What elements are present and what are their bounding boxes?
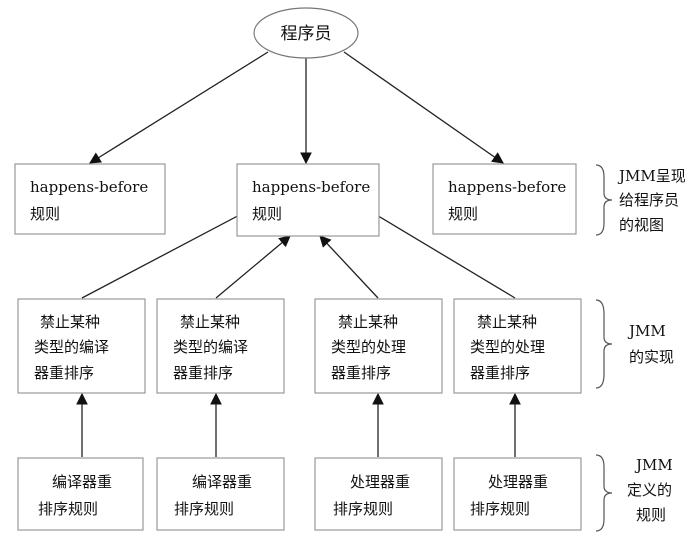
- def-box-4-line2: 排序规则: [470, 500, 530, 518]
- impl-box-2-line2: 类型的编译: [173, 338, 248, 356]
- def-box-2: 编译器重 排序规则: [156, 457, 285, 531]
- rule-box-3-line2: 规则: [448, 205, 478, 223]
- impl-box-2-line1: 禁止某种: [180, 313, 240, 331]
- impl-box-3-line3: 器重排序: [331, 364, 391, 382]
- annotation-jmm-impl: JMM 的实现: [627, 322, 674, 366]
- impl-box-3-line1: 禁止某种: [338, 313, 398, 331]
- rule-box-1: happens-before 规则: [14, 163, 166, 235]
- rule-box-2-line1: happens-before: [252, 178, 370, 196]
- impl-box-4-line3: 器重排序: [470, 364, 530, 382]
- def-box-3: 处理器重 排序规则: [314, 457, 443, 531]
- edge-impl-1-to-rule: [81, 200, 268, 299]
- annotation-impl-line1: JMM: [627, 322, 666, 340]
- impl-box-4: 禁止某种 类型的处理 器重排序: [453, 298, 582, 394]
- def-box-1-line2: 排序规则: [38, 500, 98, 518]
- brace-rules: [595, 454, 613, 532]
- impl-box-1-line3: 器重排序: [34, 364, 94, 382]
- annotation-jmm-rules: JMM 定义的 规则: [627, 456, 673, 524]
- impl-box-3: 禁止某种 类型的处理 器重排序: [314, 298, 443, 394]
- impl-box-1: 禁止某种 类型的编译 器重排序: [17, 298, 146, 394]
- edge-programmer-to-rule-3: [343, 51, 504, 164]
- brace-impl: [595, 299, 613, 389]
- def-box-3-line2: 排序规则: [333, 500, 393, 518]
- rule-box-2-line2: 规则: [252, 205, 282, 223]
- impl-box-1-line2: 类型的编译: [34, 338, 109, 356]
- def-box-1: 编译器重 排序规则: [17, 457, 144, 531]
- def-box-4: 处理器重 排序规则: [453, 457, 582, 531]
- annotation-jmm-view: JMM呈现 给程序员 的视图: [617, 167, 686, 234]
- impl-box-1-line1: 禁止某种: [40, 313, 100, 331]
- rule-box-2: happens-before 规则: [236, 163, 380, 237]
- programmer-label: 程序员: [281, 24, 332, 44]
- def-box-1-line1: 编译器重: [52, 473, 112, 491]
- def-box-2-line2: 排序规则: [174, 500, 234, 518]
- impl-box-4-line1: 禁止某种: [477, 313, 537, 331]
- programmer-node: 程序员: [253, 7, 359, 59]
- impl-box-3-line2: 类型的处理: [331, 338, 406, 356]
- edge-programmer-to-rule-1: [89, 51, 269, 164]
- rule-box-1-line1: happens-before: [30, 178, 148, 196]
- impl-box-2: 禁止某种 类型的编译 器重排序: [156, 298, 285, 394]
- annotation-view-line2: 给程序员: [619, 191, 679, 209]
- def-box-3-line1: 处理器重: [350, 473, 410, 491]
- annotation-rules-line1: JMM: [634, 456, 673, 474]
- annotation-rules-line3: 规则: [636, 506, 666, 524]
- annotation-view-line3: 的视图: [619, 216, 664, 234]
- annotation-rules-line2: 定义的: [627, 481, 672, 499]
- def-box-2-line1: 编译器重: [192, 473, 252, 491]
- def-box-4-line1: 处理器重: [488, 473, 548, 491]
- impl-box-4-line2: 类型的处理: [470, 338, 545, 356]
- rule-box-3: happens-before 规则: [432, 163, 577, 235]
- rule-box-1-line2: 规则: [30, 205, 60, 223]
- edge-impl-3-to-rule: [319, 235, 379, 299]
- annotation-impl-line2: 的实现: [629, 348, 674, 366]
- impl-box-2-line3: 器重排序: [173, 364, 233, 382]
- brace-view: [595, 164, 613, 236]
- annotation-view-line1: JMM呈现: [617, 167, 686, 185]
- rule-box-3-line1: happens-before: [448, 178, 566, 196]
- edge-impl-2-to-rule: [215, 235, 291, 299]
